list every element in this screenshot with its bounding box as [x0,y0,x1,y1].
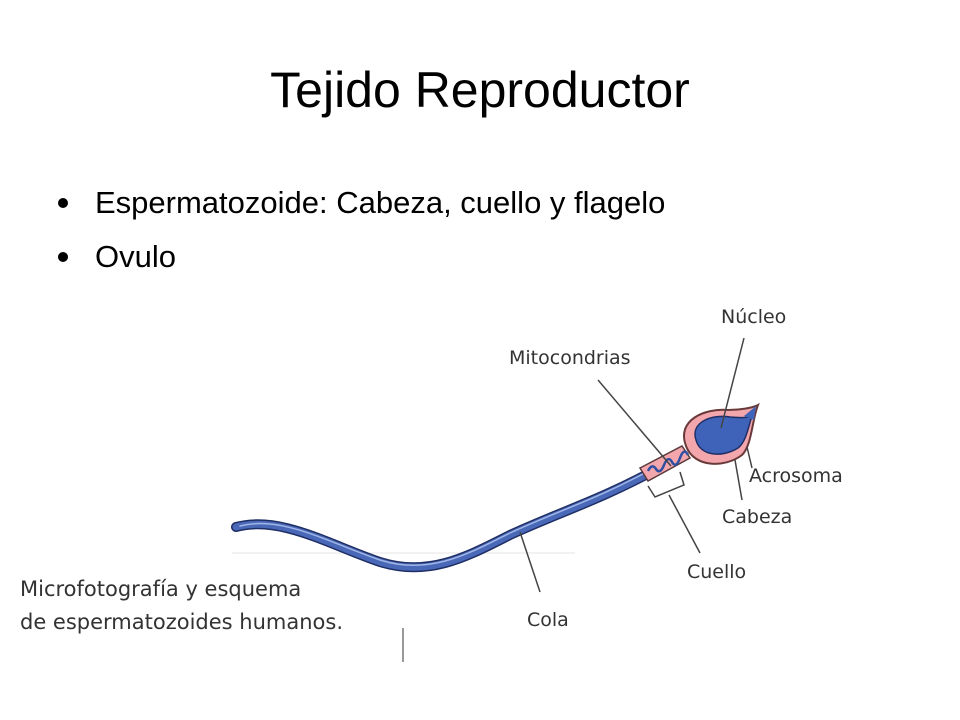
leader-acrosoma [746,446,753,469]
label-acrosoma: Acrosoma [749,465,843,487]
label-cuello: Cuello [687,561,746,583]
label-mitocondrias: Mitocondrias [509,347,631,369]
leader-nucleo [720,337,745,429]
bullet-item: Ovulo [58,230,665,284]
bullet-dot-icon [58,252,68,262]
acrosome-tip [744,406,756,420]
bullet-text: Espermatozoide: Cabeza, cuello y flagelo [95,185,666,220]
bullet-text: Ovulo [95,239,176,274]
leader-mitocondrias [597,379,672,467]
sperm-tail [232,466,659,571]
neck-bracket [647,471,685,498]
caption-line-2: de espermatozoides humanos. [20,610,343,634]
label-nucleo: Núcleo [721,306,786,328]
bullet-item: Espermatozoide: Cabeza, cuello y flagelo [58,176,665,230]
leader-cabeza [734,459,743,501]
leader-cuello [668,494,701,554]
bullet-dot-icon [58,198,68,208]
label-cabeza: Cabeza [722,506,792,528]
mitochondria-coil [646,450,690,473]
leader-cola [519,531,541,593]
sperm-tail-highlight [239,468,653,567]
slide-title: Tejido Reproductor [270,62,690,118]
caption-line-1: Microfotografía y esquema [20,577,301,601]
label-cola: Cola [527,609,569,631]
bullet-list: Espermatozoide: Cabeza, cuello y flagelo… [58,176,665,284]
